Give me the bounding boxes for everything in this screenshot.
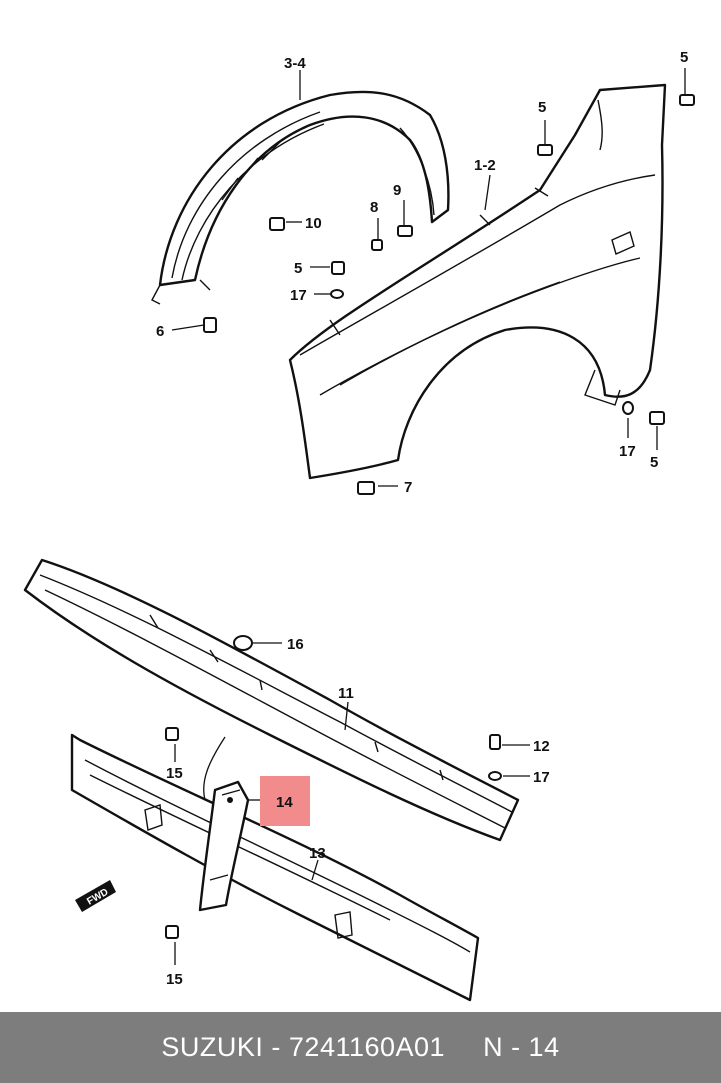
parts-diagram: FWD 3-4 5 5 1-2 9 8 10 5 17 6 17 5 7 16 … — [23, 49, 695, 1002]
callout-5-top-right: 5 — [680, 49, 688, 66]
callout-7: 7 — [404, 479, 412, 496]
callout-8: 8 — [370, 199, 378, 216]
callout-15-lower: 15 — [166, 971, 183, 988]
fwd-label: FWD — [85, 887, 110, 908]
callout-5-right: 5 — [650, 454, 658, 471]
footer-bar: SUZUKI - 7241160A01 N - 14 — [0, 1012, 721, 1083]
fender-liner — [151, 90, 450, 305]
callout-13: 13 — [309, 845, 326, 862]
callout-9: 9 — [393, 182, 401, 199]
callout-14: 14 — [276, 794, 293, 811]
callout-10: 10 — [305, 215, 322, 232]
callout-17-lower: 17 — [533, 769, 550, 786]
bumper-reinforcement — [23, 558, 520, 842]
callout-15-upper: 15 — [166, 765, 183, 782]
callout-17-right: 17 — [619, 443, 636, 460]
callout-1-2: 1-2 — [474, 157, 496, 174]
highlight-box-part-14 — [260, 776, 310, 826]
bracket-part-14 — [198, 780, 250, 912]
callout-5-mid: 5 — [294, 260, 302, 277]
callout-5-upper: 5 — [538, 99, 546, 116]
callout-6: 6 — [156, 323, 164, 340]
lower-cross-member — [70, 733, 480, 1002]
fwd-arrow-icon: FWD — [75, 880, 116, 912]
fasteners — [165, 68, 695, 965]
callout-12: 12 — [533, 738, 550, 755]
callout-17-mid: 17 — [290, 287, 307, 304]
footer-part-number: SUZUKI - 7241160A01 — [161, 1032, 446, 1062]
callout-16: 16 — [287, 636, 304, 653]
footer-diagram-ref: N - 14 — [483, 1032, 560, 1062]
callout-3-4: 3-4 — [284, 55, 306, 72]
callout-11: 11 — [338, 685, 354, 702]
front-fender — [288, 83, 667, 480]
